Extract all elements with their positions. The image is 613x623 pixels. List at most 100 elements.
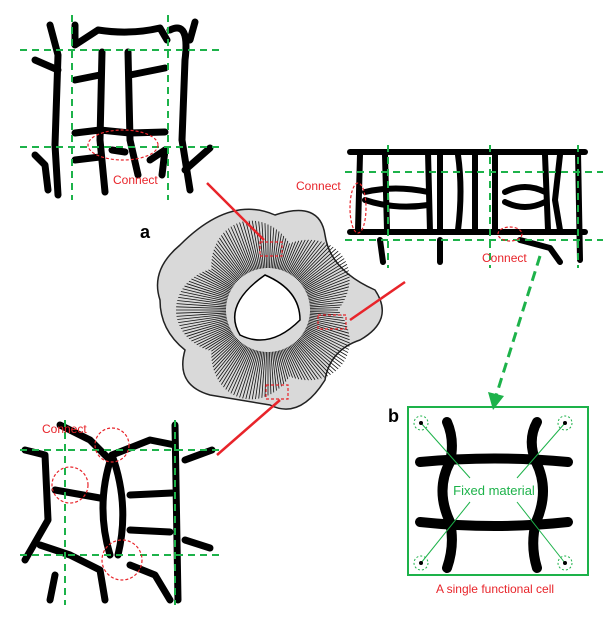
ring-strut <box>211 337 238 361</box>
ring-strut <box>180 318 228 329</box>
ring-strut <box>298 337 337 372</box>
ring-strut <box>217 343 244 380</box>
ring-strut <box>219 237 245 276</box>
ring-strut <box>211 262 237 284</box>
ring-strut <box>309 316 347 325</box>
ring-strut <box>239 222 256 271</box>
ring-strut <box>289 239 313 275</box>
ring-strut <box>306 273 350 294</box>
ring-strut <box>298 248 337 283</box>
panel-label-b: b <box>388 406 399 426</box>
ring-strut <box>258 221 265 269</box>
ring-strut <box>308 289 349 301</box>
ring-strut <box>215 342 243 377</box>
ring-strut <box>296 245 331 281</box>
ring-strut <box>294 341 325 378</box>
ring-strut <box>182 319 228 332</box>
ring-strut <box>304 330 348 356</box>
ring-strut <box>177 300 227 307</box>
ring-strut <box>291 344 316 380</box>
ring-strut <box>270 351 275 393</box>
ring-strut <box>212 252 240 281</box>
ring-strut <box>227 347 250 392</box>
ring-strut <box>269 225 272 269</box>
ring-strut <box>307 322 350 337</box>
ring-strut <box>306 326 350 347</box>
ring-strut <box>219 344 245 383</box>
ring-strut <box>242 221 257 270</box>
ring-strut <box>214 341 242 374</box>
ring-strut <box>191 278 230 295</box>
ring-strut <box>281 242 293 271</box>
ring-strut <box>208 269 234 287</box>
ring-strut <box>286 240 303 273</box>
ring-strut <box>213 249 241 280</box>
ring-strut <box>280 349 291 377</box>
ring-strut <box>287 239 306 274</box>
ring-strut <box>176 303 227 308</box>
ring-strut <box>251 351 262 400</box>
ring-strut <box>225 230 249 274</box>
fixed-material-label: Fixed material <box>453 483 535 498</box>
connect-label: Connect <box>42 422 87 436</box>
ring-strut <box>300 253 341 285</box>
ring-strut <box>225 346 249 390</box>
inset-marker-right <box>317 314 347 330</box>
ring-strut <box>307 323 350 341</box>
ring-strut <box>293 241 322 278</box>
connect-label-bottom: Connect <box>482 251 527 265</box>
ring-strut <box>196 274 231 292</box>
cell-caption: A single functional cell <box>436 582 554 596</box>
ring-strut <box>303 331 346 359</box>
ring-strut <box>236 349 255 397</box>
ring-strut <box>261 351 266 398</box>
ring-strut <box>309 311 340 313</box>
ring-strut <box>233 224 253 272</box>
ring-strut <box>279 350 289 380</box>
connect-label-left: Connect <box>296 179 341 193</box>
ring-strut <box>288 346 309 381</box>
ring-strut <box>245 220 259 270</box>
ring-strut <box>297 246 334 282</box>
ring-strut <box>248 350 260 400</box>
ring-strut <box>286 347 303 380</box>
ring-strut <box>304 264 348 290</box>
ring-strut <box>283 348 297 379</box>
ring-strut <box>292 343 319 380</box>
ring-strut <box>188 323 229 340</box>
ring-strut <box>258 351 265 399</box>
ring-strut <box>309 312 342 316</box>
ring-strut <box>202 330 232 349</box>
ring-strut <box>309 315 345 322</box>
functional-cell-panel: Fixed material <box>407 406 589 576</box>
ring-strut <box>292 240 319 277</box>
ring-strut <box>230 226 252 272</box>
ring-strut <box>277 350 287 382</box>
ring-strut <box>301 334 343 365</box>
ring-strut <box>211 336 237 358</box>
ring-strut <box>296 339 331 375</box>
ring-strut <box>306 276 350 295</box>
ring-strut <box>211 338 239 365</box>
ring-strut <box>211 334 235 352</box>
ring-strut <box>199 273 232 291</box>
ring-strut <box>239 349 256 398</box>
ring-strut <box>184 321 228 335</box>
ring-strut <box>186 283 229 298</box>
ring-strut <box>261 222 266 269</box>
ring-strut <box>308 319 349 331</box>
ring-strut <box>255 220 263 269</box>
ring-strut <box>302 258 345 287</box>
ring-strut <box>199 329 232 347</box>
ring-strut <box>191 325 230 342</box>
inset-marker-bottom <box>265 384 289 400</box>
ring-strut <box>223 232 248 274</box>
inset-marker-top <box>259 241 283 257</box>
ring-strut <box>304 267 349 291</box>
ring-strut <box>309 295 347 304</box>
ring-strut <box>299 250 339 284</box>
ring-strut <box>221 345 247 385</box>
ring-strut <box>230 348 252 394</box>
ring-strut <box>233 348 253 396</box>
ring-strut <box>269 351 272 395</box>
